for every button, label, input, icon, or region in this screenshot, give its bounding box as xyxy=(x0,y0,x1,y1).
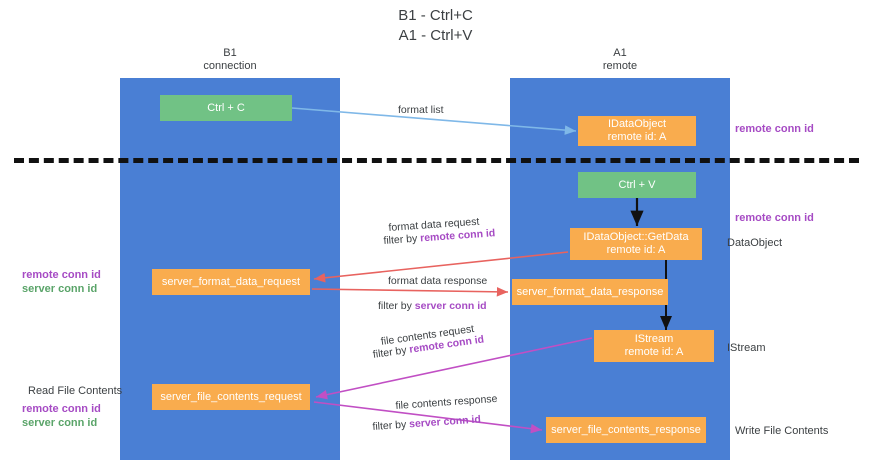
phase-divider xyxy=(14,158,859,163)
box-ole-idataobject-line1: IDataObject xyxy=(607,118,667,130)
box-ole-idataobject[interactable]: IDataObject remote id: A xyxy=(578,116,696,146)
page-title-line1: B1 - Ctrl+C xyxy=(398,7,473,24)
annotation-istream: IStream xyxy=(727,342,766,354)
box-istream-line1: IStream xyxy=(634,333,674,345)
annotation-remote-conn-id-mid: remote conn id xyxy=(735,211,814,225)
annotation-remote-conn-id-mid-text: remote conn id xyxy=(735,212,814,224)
box-ctrl-c[interactable]: Ctrl + C xyxy=(160,95,292,121)
filter-key-server-conn-id: server conn id xyxy=(408,413,482,431)
box-idataobject-getdata[interactable]: IDataObject::GetData remote id: A xyxy=(570,228,702,260)
box-server-format-data-request[interactable]: server_format_data_request xyxy=(152,269,310,295)
box-ctrl-v-label: Ctrl + V xyxy=(618,178,656,191)
filter-prefix: filter by xyxy=(372,343,411,361)
filter-key-server-conn-id: server conn id xyxy=(414,300,487,312)
box-ctrl-v[interactable]: Ctrl + V xyxy=(578,172,696,198)
filter-prefix: filter by xyxy=(378,300,415,312)
filter-prefix: filter by xyxy=(372,418,410,433)
box-istream-line2: remote id: A xyxy=(624,346,684,358)
box-ctrl-c-label: Ctrl + C xyxy=(207,101,245,114)
box-getdata-line2: remote id: A xyxy=(606,244,666,256)
edge-label-format-data-response: format data response xyxy=(388,275,488,287)
lane-header-a1-name: A1 xyxy=(613,47,627,59)
box-fmt-data-request-label: server_format_data_request xyxy=(161,275,301,288)
lane-header-b1-name: B1 xyxy=(223,47,237,59)
filter-prefix: filter by xyxy=(383,232,421,247)
annotation-left-server-conn-id: server conn id xyxy=(22,283,98,295)
annotation-read-file-contents: Read File Contents xyxy=(28,385,123,397)
annotation-write-file-contents: Write File Contents xyxy=(735,425,829,437)
annotation-dataobject: DataObject xyxy=(727,237,783,249)
annotation-left-conn-ids-2: remote conn id server conn id xyxy=(22,402,101,430)
box-server-format-data-response[interactable]: server_format_data_response xyxy=(512,279,668,305)
edge-format-data-response xyxy=(311,287,509,297)
annotation-left-remote-conn-id: remote conn id xyxy=(22,269,101,281)
edge-label-file-contents-response-filter: filter by server conn id xyxy=(372,412,481,434)
lane-header-b1: B1 connection xyxy=(120,47,340,73)
box-file-contents-response-label: server_file_contents_response xyxy=(551,423,701,436)
box-fmt-data-response-label: server_format_data_response xyxy=(516,285,664,298)
annotation-left-conn-ids: remote conn id server conn id xyxy=(22,268,101,296)
annotation-remote-conn-id-top: remote conn id xyxy=(735,122,814,136)
annotation-remote-conn-id-top-text: remote conn id xyxy=(735,123,814,135)
edge-label-format-list: format list xyxy=(398,104,444,116)
box-server-file-contents-response[interactable]: server_file_contents_response xyxy=(546,417,706,443)
box-istream[interactable]: IStream remote id: A xyxy=(594,330,714,362)
annotation-left-remote-conn-id-2: remote conn id xyxy=(22,403,101,415)
box-server-file-contents-request[interactable]: server_file_contents_request xyxy=(152,384,310,410)
box-getdata-line1: IDataObject::GetData xyxy=(583,231,689,243)
lane-header-b1-role: connection xyxy=(203,60,257,72)
annotation-left-server-conn-id-2: server conn id xyxy=(22,417,98,429)
edge-label-file-contents-response: file contents response xyxy=(395,392,498,412)
edge-label-format-data-response-filter: filter by server conn id xyxy=(378,299,487,313)
box-ole-idataobject-line2: remote id: A xyxy=(607,131,667,143)
filter-key-remote-conn-id: remote conn id xyxy=(419,227,496,245)
box-file-contents-request-label: server_file_contents_request xyxy=(160,390,302,403)
page-title-line2: A1 - Ctrl+V xyxy=(398,27,473,44)
lane-header-a1-role: remote xyxy=(602,60,638,72)
page-title: B1 - Ctrl+C A1 - Ctrl+V xyxy=(0,6,871,46)
lane-header-a1: A1 remote xyxy=(510,47,730,73)
